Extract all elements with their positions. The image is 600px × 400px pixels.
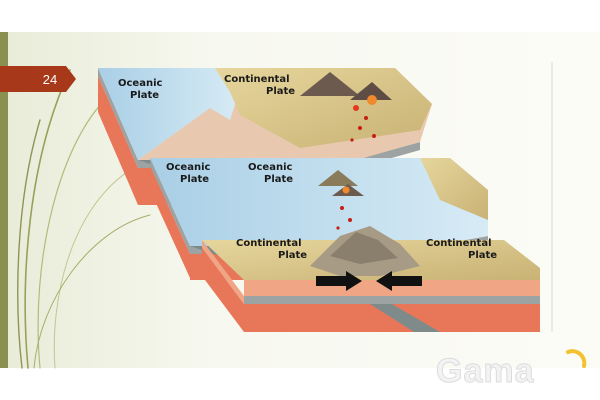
- watermark-swoosh: [566, 349, 587, 368]
- panel-continental-continental: Continental Plate Continental Plate: [202, 226, 540, 332]
- slide-number-tag: [0, 66, 76, 92]
- subducting-slab-3: [370, 304, 440, 332]
- volcano-1: [300, 72, 392, 142]
- panel2-left-label: Oceanic Plate: [166, 162, 214, 185]
- ocean-2: [150, 158, 488, 262]
- watermark: Gama: [436, 352, 535, 390]
- panel1-left-label: Oceanic Plate: [118, 78, 166, 101]
- panel2-right-label: Oceanic Plate: [248, 162, 296, 185]
- island-arc-2: [318, 170, 364, 238]
- grass-decoration: [17, 69, 151, 369]
- slide-number: 24: [43, 72, 57, 87]
- ocean-1: [98, 68, 240, 160]
- left-frame-bar: [0, 32, 8, 368]
- compression-arrows: [316, 271, 422, 291]
- panel3-left-label: Continental Plate: [236, 238, 307, 261]
- panel1-right-label: Continental Plate: [224, 74, 295, 97]
- panel3-right-label: Continental Plate: [426, 238, 497, 261]
